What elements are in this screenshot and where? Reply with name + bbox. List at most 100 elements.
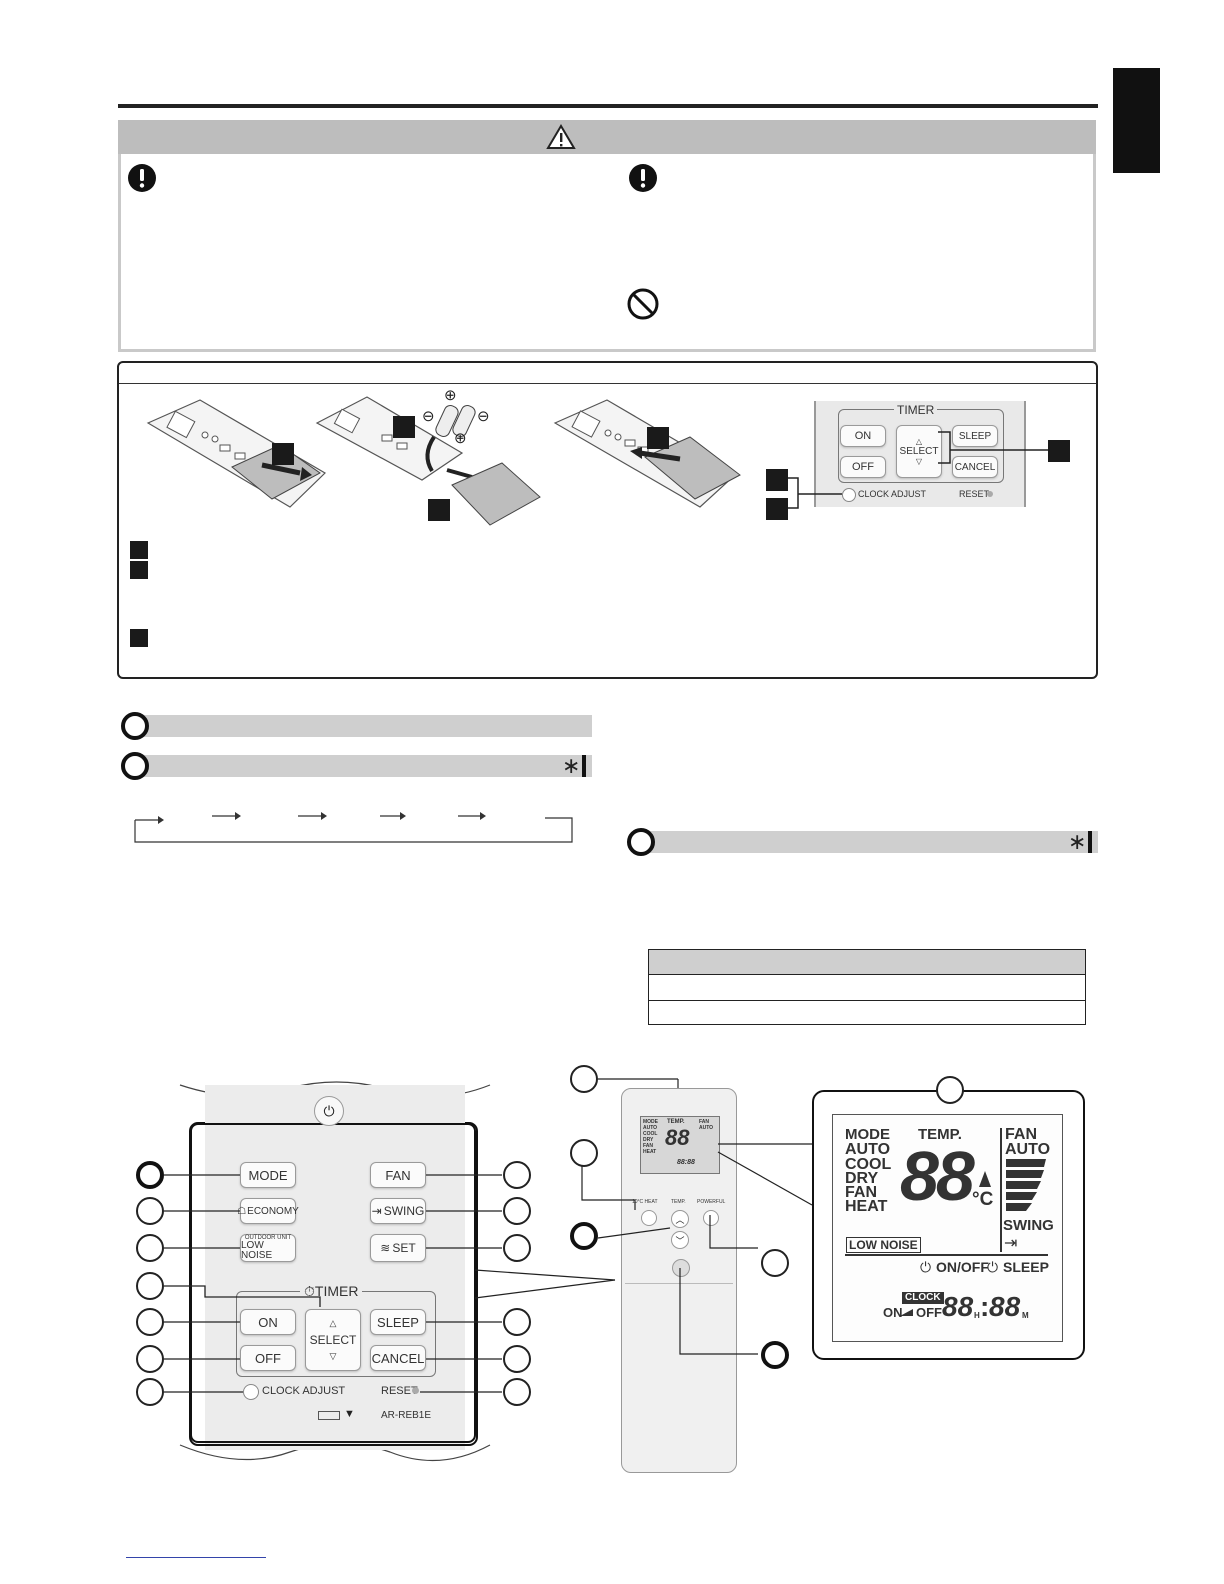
economy-button[interactable]: ☖ECONOMY: [237, 1198, 299, 1224]
callout-temp: [570, 1222, 598, 1250]
lcd-sleep: SLEEP: [1003, 1259, 1049, 1275]
callout-start-stop: [761, 1341, 789, 1369]
callout-display: [936, 1076, 964, 1104]
reset-button[interactable]: [412, 1387, 419, 1394]
callout-on: [136, 1308, 164, 1336]
prohibited-icon: [627, 288, 659, 320]
remote-front-body: [205, 1085, 465, 1440]
lcd-divider: [1000, 1128, 1002, 1252]
warning-header: [118, 120, 1096, 154]
down-arrow-icon: ▽: [329, 1351, 337, 1361]
cancel-button[interactable]: CANCEL: [370, 1345, 426, 1371]
step-marker-f: [766, 498, 788, 520]
section-bar-3: [640, 831, 1098, 853]
power-icon: ⏻: [323, 1102, 335, 1119]
lcd-colon: :: [980, 1291, 990, 1322]
heat-button[interactable]: [641, 1210, 657, 1226]
lcd-auto: AUTO: [845, 1141, 891, 1158]
timer-on-button[interactable]: ON: [840, 425, 886, 447]
swing-icon: ⇥: [1004, 1235, 1018, 1252]
callout-economy: [136, 1197, 164, 1225]
on-button[interactable]: ON: [240, 1309, 296, 1335]
lcd-minutes: 88: [989, 1291, 1021, 1322]
lcd-cool: COOL: [845, 1156, 892, 1173]
lcd-clock: CLOCK: [902, 1292, 944, 1304]
lcd-fan-auto: AUTO: [1005, 1141, 1051, 1158]
lcd-fan-label: FAN: [1005, 1126, 1037, 1143]
remote-close-cover-illustration: [553, 399, 741, 508]
timer-callout-lines: [788, 431, 1048, 509]
callout-mode: [136, 1161, 164, 1189]
chevron-up-icon: ︿: [675, 1214, 685, 1225]
temp-down-button[interactable]: ﹀: [671, 1231, 689, 1249]
minus-symbol: ⊖: [422, 408, 435, 425]
callout-swing: [503, 1197, 531, 1225]
vertical-mark: [582, 755, 586, 777]
lcd-on: ON: [883, 1305, 903, 1320]
down-arrow-icon: ▽: [915, 457, 923, 466]
remote-seam: [625, 1283, 733, 1284]
lcd-heat: HEAT: [845, 1198, 888, 1215]
footer-link-underline: [126, 1557, 266, 1558]
power-button[interactable]: ⏻: [314, 1096, 344, 1126]
zoom-connector-lines: [474, 1269, 616, 1299]
timer-panel-photo: TIMER ON OFF △ SELECT ▽ SLEEP CANCEL CLO…: [814, 401, 1026, 507]
table-row: [649, 1001, 1085, 1026]
economy-label: ECONOMY: [247, 1205, 299, 1217]
outdoor-unit-label: OUTDOOR UNIT: [244, 1235, 292, 1241]
mode-button[interactable]: MODE: [240, 1162, 296, 1188]
triangle-up-icon: [979, 1171, 991, 1187]
warning-triangle-icon: [546, 124, 576, 149]
note-marker-1: [130, 541, 148, 559]
lcd-mode: MODE: [845, 1126, 890, 1143]
low-noise-label: LOW NOISE: [241, 1240, 273, 1261]
reset-button[interactable]: [987, 491, 993, 497]
timer-off-button[interactable]: OFF: [840, 456, 886, 478]
warning-box: [118, 120, 1096, 352]
model-label: AR-REB1E: [381, 1410, 432, 1421]
temp-up-button[interactable]: ︿: [671, 1210, 689, 1228]
section-number-2: [121, 752, 149, 780]
temp-label: TEMP.: [671, 1199, 686, 1205]
top-rule: [118, 104, 1098, 108]
swing-button[interactable]: ⇥SWING: [370, 1198, 426, 1224]
timer-title: TIMER: [894, 403, 938, 417]
plus-symbol: ⊕: [444, 387, 457, 404]
set-icon: ≋: [380, 1241, 391, 1255]
up-arrow-icon: △: [329, 1318, 337, 1328]
timer-sleep-button[interactable]: SLEEP: [952, 425, 998, 447]
step-marker-b2: [428, 499, 450, 521]
timer-title-label: TIMER: [314, 1283, 359, 1299]
lcd-swing: SWING: [1003, 1217, 1054, 1234]
set-label: SET: [392, 1241, 416, 1255]
front-callout-lines: [164, 1174, 502, 1393]
mandatory-icon: [629, 164, 657, 192]
off-button[interactable]: OFF: [240, 1345, 296, 1371]
clock-adjust-button[interactable]: [243, 1384, 259, 1400]
lcd-hours: 88: [942, 1291, 974, 1322]
side-callout-lines: [581, 1078, 813, 1355]
lcd-fan-mode: FAN: [845, 1184, 877, 1201]
section-number-3: [627, 828, 655, 856]
table-header: [649, 950, 1085, 975]
outdoor-low-noise-button[interactable]: OUTDOOR UNIT LOW NOISE: [240, 1234, 296, 1262]
step-marker-a: [272, 443, 294, 465]
select-label: SELECT: [309, 1333, 357, 1347]
powerful-button[interactable]: [703, 1210, 719, 1226]
fan-level-bars-icon: [1006, 1159, 1046, 1211]
remote-power-button[interactable]: [672, 1259, 690, 1277]
callout-clock-adjust: [136, 1378, 164, 1406]
section-number-1: [121, 712, 149, 740]
set-button[interactable]: ≋SET: [370, 1234, 426, 1262]
fan-button[interactable]: FAN: [370, 1162, 426, 1188]
chevron-down-icon: ﹀: [675, 1235, 685, 1246]
select-button[interactable]: △ SELECT ▽: [305, 1309, 361, 1371]
clock-adjust-button[interactable]: [842, 488, 856, 502]
callout-reset: [503, 1378, 531, 1406]
sleep-button[interactable]: SLEEP: [370, 1309, 426, 1335]
timer-select-button[interactable]: △ SELECT ▽: [896, 425, 942, 478]
arrow-right-icon: [900, 1309, 913, 1316]
lcd-off: OFF: [916, 1305, 942, 1320]
mandatory-icon: [128, 164, 156, 192]
timer-cancel-button[interactable]: CANCEL: [952, 456, 998, 478]
